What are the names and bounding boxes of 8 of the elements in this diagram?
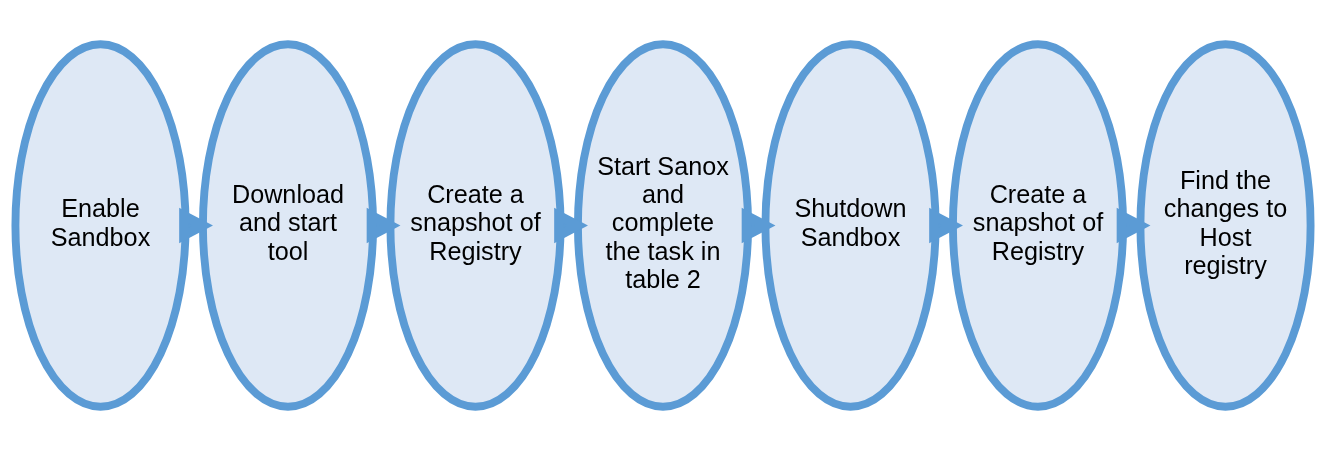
arrow <box>179 207 213 243</box>
arrow <box>1116 207 1151 243</box>
node-ellipse: Find the changes to Host registry <box>1136 39 1315 411</box>
arrow <box>366 207 401 243</box>
arrow <box>929 207 963 243</box>
arrow <box>554 207 588 243</box>
arrow <box>741 207 776 243</box>
node-ellipse: Start Sanox and complete the task in table 2 <box>573 39 753 411</box>
